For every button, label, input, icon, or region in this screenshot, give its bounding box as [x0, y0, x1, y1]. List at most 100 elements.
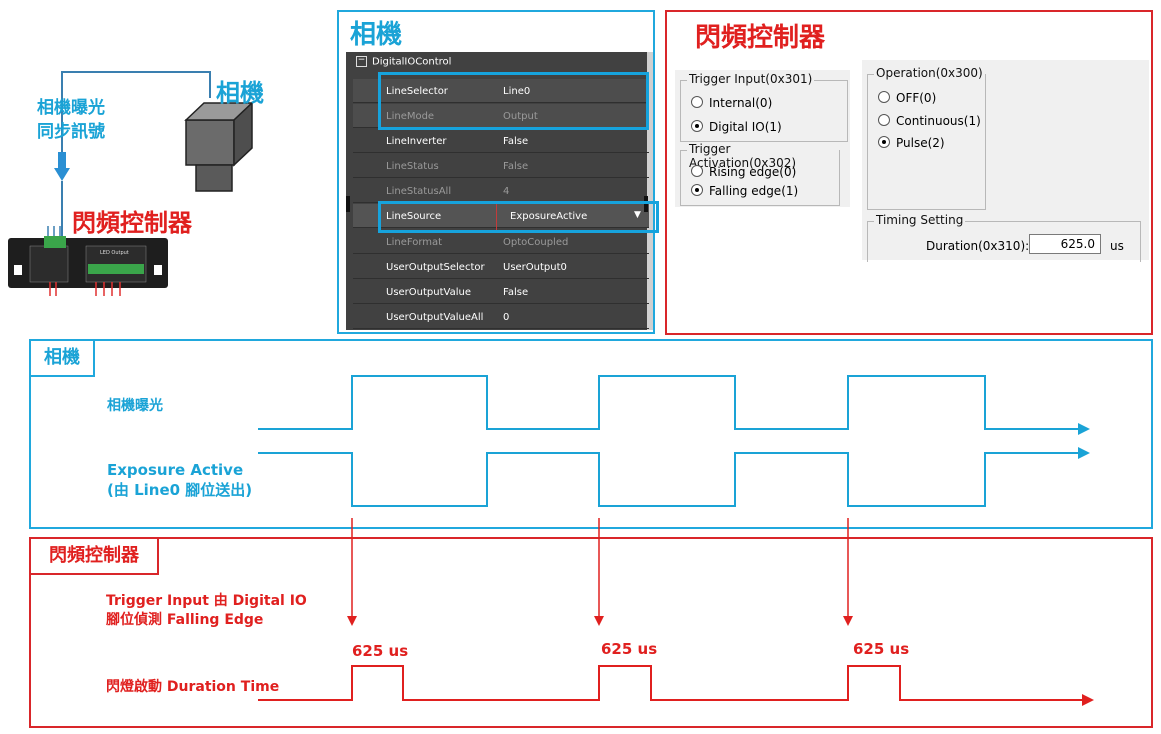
- strobe-duration-label: 閃燈啟動 Duration Time: [106, 679, 280, 695]
- strobe-waveform: [258, 665, 1092, 701]
- property-key: LineSource: [386, 211, 442, 222]
- radio-internal[interactable]: Internal(0): [691, 96, 772, 110]
- camera-timing-tab: 相機: [29, 339, 95, 377]
- strobe-panel-title: 閃頻控制器: [695, 23, 826, 53]
- property-value: False: [503, 161, 529, 172]
- dropdown-arrow-icon[interactable]: ▼: [634, 210, 641, 220]
- property-key: LineSelector: [386, 86, 448, 97]
- falling-edge-arrow-icon: [347, 616, 357, 626]
- camera-timing-panel: [29, 339, 1153, 529]
- settings-background: [675, 70, 850, 207]
- radio-icon: [878, 114, 890, 126]
- exposure-arrow-icon: [1078, 423, 1090, 435]
- property-value: 0: [503, 312, 510, 323]
- property-value: UserOutput0: [503, 262, 567, 273]
- property-key: UserOutputValue: [386, 287, 471, 298]
- radio-icon: [878, 91, 890, 103]
- pulse-width-label: 625 us: [352, 642, 409, 660]
- property-key: UserOutputValueAll: [386, 312, 484, 323]
- radio-icon: [691, 165, 703, 177]
- radio-label: Pulse(2): [896, 136, 945, 150]
- camera-panel: [337, 10, 655, 334]
- trigger-input-group: Trigger Input(0x301): [680, 72, 848, 142]
- strobe-arrow-icon: [1082, 694, 1094, 706]
- radio-icon: [691, 96, 703, 108]
- radio-digital-io[interactable]: Digital IO(1): [691, 120, 782, 134]
- exposure-active-line2: (由 Line0 腳位送出): [107, 481, 253, 499]
- property-key: UserOutputSelector: [386, 262, 485, 273]
- highlight-lineselector-linemode: [378, 72, 649, 130]
- radio-label: Internal(0): [709, 96, 773, 110]
- svg-text:LED Output: LED Output: [100, 250, 129, 256]
- property-value: False: [503, 287, 529, 298]
- property-row[interactable]: LineSelector Line0: [353, 79, 649, 103]
- duration-label: Duration(0x310):: [926, 239, 1030, 253]
- radio-label: Digital IO(1): [709, 120, 782, 134]
- camera-panel-title: 相機: [350, 20, 403, 50]
- splitter-handle[interactable]: [644, 196, 648, 212]
- radio-rising-edge[interactable]: Rising edge(0): [691, 165, 796, 179]
- splitter-handle[interactable]: [346, 196, 350, 212]
- operation-legend: Operation(0x300): [874, 66, 985, 80]
- radio-selected-icon: [691, 120, 703, 132]
- strobe-panel: [665, 10, 1153, 335]
- trigger-input-line1: Trigger Input 由 Digital IO: [106, 593, 307, 609]
- property-key: LineFormat: [386, 237, 443, 248]
- signal-label-line2: 同步訊號: [37, 122, 105, 142]
- radio-pulse[interactable]: Pulse(2): [878, 136, 945, 150]
- property-row[interactable]: LineSource ExposureActive ▼: [353, 204, 649, 228]
- exposure-active-arrow-icon: [1078, 447, 1090, 459]
- operation-group: Operation(0x300): [867, 66, 986, 210]
- duration-unit: us: [1110, 239, 1124, 253]
- radio-selected-icon: [691, 184, 703, 196]
- property-row[interactable]: UserOutputSelector UserOutput0: [353, 255, 649, 279]
- category-label: DigitalIOControl: [372, 56, 452, 68]
- trigger-activation-group: Trigger Activation(0x302): [680, 142, 840, 206]
- property-value: OptoCoupled: [503, 237, 569, 248]
- property-value: Line0: [503, 86, 531, 97]
- timing-setting-group: Timing Setting: [867, 213, 1141, 262]
- camera-illustration-label: 相機: [216, 79, 264, 107]
- property-scrollbar[interactable]: [647, 52, 653, 330]
- property-key: LineMode: [386, 111, 435, 122]
- radio-label: Falling edge(1): [709, 184, 799, 198]
- property-value: ExposureActive: [510, 211, 588, 222]
- radio-label: Continuous(1): [896, 114, 981, 128]
- exposure-active-line1: Exposure Active: [107, 461, 244, 479]
- controller-illustration-label: 閃頻控制器: [72, 209, 192, 237]
- property-value: False: [503, 136, 529, 147]
- property-row[interactable]: LineFormat OptoCoupled: [353, 230, 649, 254]
- radio-label: Rising edge(0): [709, 165, 797, 179]
- property-key: LineStatus: [386, 161, 439, 172]
- property-value: Output: [503, 111, 538, 122]
- pulse-width-label: 625 us: [853, 640, 910, 658]
- value-divider: [496, 204, 497, 230]
- duration-input[interactable]: 625.0: [1029, 234, 1101, 254]
- exposure-active-label: Exposure Active (由 Line0 腳位送出): [107, 460, 252, 500]
- property-row[interactable]: UserOutputValue False: [353, 280, 649, 304]
- property-row[interactable]: LineInverter False: [353, 129, 649, 153]
- property-key: LineStatusAll: [386, 186, 452, 197]
- trigger-input-legend: Trigger Input(0x301): [687, 72, 815, 86]
- strobe-timing-tab: 閃頻控制器: [29, 537, 159, 575]
- property-key: LineInverter: [386, 136, 447, 147]
- pulse-width-label: 625 us: [601, 640, 658, 658]
- timing-setting-legend: Timing Setting: [874, 213, 966, 227]
- exposure-active-waveform: [258, 452, 1088, 507]
- radio-label: OFF(0): [896, 91, 937, 105]
- highlight-linesource: [378, 201, 659, 233]
- strobe-timing-panel: [29, 537, 1153, 728]
- property-row[interactable]: LineStatus False: [353, 154, 649, 178]
- property-row[interactable]: UserOutputValueAll 0: [353, 305, 649, 329]
- radio-off[interactable]: OFF(0): [878, 91, 936, 105]
- wiring-diagram: LED Output: [8, 71, 254, 296]
- radio-continuous[interactable]: Continuous(1): [878, 114, 981, 128]
- radio-selected-icon: [878, 136, 890, 148]
- signal-label-line1: 相機曝光: [37, 98, 105, 118]
- radio-falling-edge[interactable]: Falling edge(1): [691, 184, 798, 198]
- collapse-icon[interactable]: −: [356, 55, 367, 67]
- category-header[interactable]: −DigitalIOControl: [346, 56, 651, 76]
- exposure-signal-label: 相機曝光: [107, 398, 163, 414]
- trigger-input-label: Trigger Input 由 Digital IO 腳位偵測 Falling …: [106, 592, 307, 630]
